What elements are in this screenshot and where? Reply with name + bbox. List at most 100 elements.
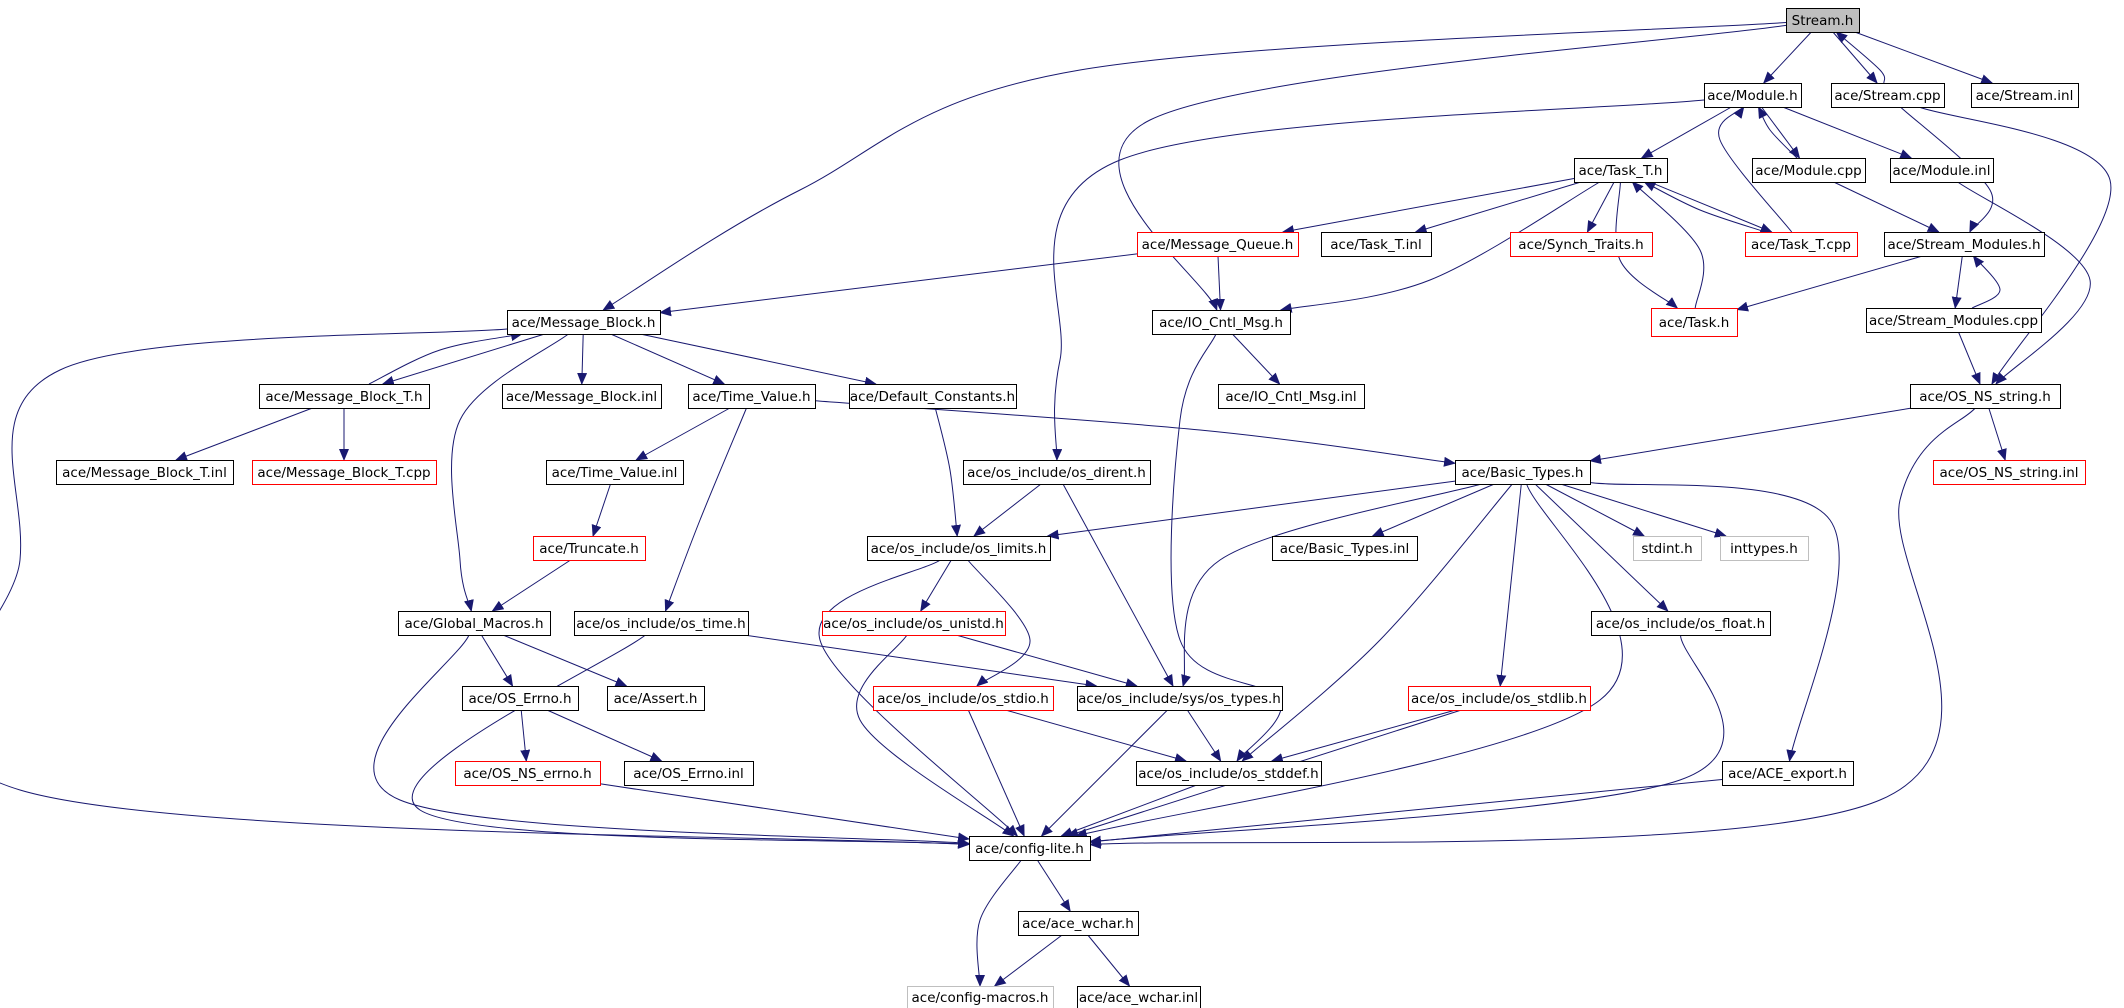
edge-os_dirent_h-to-os_limits_h xyxy=(973,483,1042,537)
node-ace-wchar-inl[interactable]: ace/ace_wchar.inl xyxy=(1077,986,1201,1008)
node-box xyxy=(507,310,661,335)
node-os-stddef-h[interactable]: ace/os_include/os_stddef.h xyxy=(1136,761,1322,786)
node-synch-traits-h[interactable]: ace/Synch_Traits.h xyxy=(1510,232,1653,257)
node-os-ns-string-inl[interactable]: ace/OS_NS_string.inl xyxy=(1933,460,2086,485)
node-label: ace/os_include/os_stdlib.h xyxy=(1411,691,1587,707)
node-module-inl[interactable]: ace/Module.inl xyxy=(1890,158,1994,183)
node-basic-types-inl[interactable]: ace/Basic_Types.inl xyxy=(1272,536,1418,561)
node-stream-cpp[interactable]: ace/Stream.cpp xyxy=(1831,83,1945,108)
node-label: ace/Stream_Modules.cpp xyxy=(1869,313,2038,329)
node-os-dirent-h[interactable]: ace/os_include/os_dirent.h xyxy=(963,460,1151,485)
node-box xyxy=(455,761,601,786)
edge-config_lite_h-to-ace_wchar_h xyxy=(1036,859,1071,912)
node-os-ns-errno-h[interactable]: ace/OS_NS_errno.h xyxy=(455,761,601,786)
node-time-value-inl[interactable]: ace/Time_Value.inl xyxy=(546,460,684,485)
node-label: ace/Task.h xyxy=(1659,315,1730,331)
node-box xyxy=(1152,310,1291,335)
node-box xyxy=(56,460,234,485)
node-os-errno-inl[interactable]: ace/OS_Errno.inl xyxy=(624,761,754,786)
node-task-t-cpp[interactable]: ace/Task_T.cpp xyxy=(1745,232,1858,257)
node-stream-modules-h[interactable]: ace/Stream_Modules.h xyxy=(1884,232,2045,257)
node-os-time-h[interactable]: ace/os_include/os_time.h xyxy=(574,611,749,636)
node-task-t-inl[interactable]: ace/Task_T.inl xyxy=(1321,232,1432,257)
node-label: ace/os_include/os_limits.h xyxy=(871,541,1047,557)
edge-time_value_inl-to-truncate_h xyxy=(591,483,611,537)
node-box xyxy=(1910,384,2061,409)
edge-default_constants_h-to-os_limits_h xyxy=(934,407,961,537)
node-label: ace/os_include/os_stdio.h xyxy=(877,691,1049,707)
node-message-block-h[interactable]: ace/Message_Block.h xyxy=(507,310,661,335)
node-label: ace/Message_Block_T.inl xyxy=(62,465,227,481)
node-io-cntl-msg-inl[interactable]: ace/IO_Cntl_Msg.inl xyxy=(1218,384,1365,409)
edge-os_ns_string_h-to-config_lite_h xyxy=(1089,407,1976,849)
node-stream-modules-cpp[interactable]: ace/Stream_Modules.cpp xyxy=(1866,308,2042,333)
node-inttypes-h[interactable]: inttypes.h xyxy=(1720,536,1809,561)
edge-os_float_h-to-config_lite_h xyxy=(1089,634,1725,846)
node-box xyxy=(1455,460,1591,485)
node-message-block-t-inl[interactable]: ace/Message_Block_T.inl xyxy=(56,460,234,485)
node-label: inttypes.h xyxy=(1730,541,1798,557)
node-global-macros-h[interactable]: ace/Global_Macros.h xyxy=(398,611,551,636)
node-os-limits-h[interactable]: ace/os_include/os_limits.h xyxy=(867,536,1051,561)
node-box xyxy=(502,384,662,409)
node-ace-export-h[interactable]: ace/ACE_export.h xyxy=(1722,761,1854,786)
node-assert-h[interactable]: ace/Assert.h xyxy=(607,686,705,711)
node-box xyxy=(1510,232,1653,257)
edge-os_ns_string_h-to-basic_types_h xyxy=(1589,407,1913,465)
edge-message_queue_h-to-message_block_h xyxy=(659,253,1138,317)
node-stream-h[interactable]: Stream.h xyxy=(1786,8,1860,33)
node-message-block-inl[interactable]: ace/Message_Block.inl xyxy=(502,384,662,409)
node-label: ace/OS_Errno.h xyxy=(468,691,571,707)
node-truncate-h[interactable]: ace/Truncate.h xyxy=(533,536,646,561)
edge-os_limits_h-to-os_stdio_h xyxy=(967,559,1031,687)
edge-task_t_h-to-message_queue_h xyxy=(1281,178,1575,235)
node-os-float-h[interactable]: ace/os_include/os_float.h xyxy=(1591,611,1771,636)
node-box xyxy=(1651,308,1738,337)
edge-task_t_h-to-synch_traits_h xyxy=(1586,181,1615,233)
node-label: ace/OS_NS_string.inl xyxy=(1939,465,2078,481)
node-config-lite-h[interactable]: ace/config-lite.h xyxy=(969,836,1091,861)
node-os-ns-string-h[interactable]: ace/OS_NS_string.h xyxy=(1910,384,2061,409)
node-sys-os-types-h[interactable]: ace/os_include/sys/os_types.h xyxy=(1077,686,1283,711)
edge-stream_h-to-message_block_h xyxy=(602,22,1787,311)
node-os-unistd-h[interactable]: ace/os_include/os_unistd.h xyxy=(822,611,1006,636)
node-time-value-h[interactable]: ace/Time_Value.h xyxy=(688,384,816,409)
node-module-cpp[interactable]: ace/Module.cpp xyxy=(1752,158,1866,183)
node-label: ace/OS_Errno.inl xyxy=(633,766,744,782)
node-message-queue-h[interactable]: ace/Message_Queue.h xyxy=(1137,232,1299,257)
edge-message_block_t_h-to-message_block_t_inl xyxy=(175,407,313,461)
edge-os_time_h-to-sys_os_types_h xyxy=(743,634,1098,690)
node-label: ace/Module.inl xyxy=(1893,163,1991,179)
node-os-stdio-h[interactable]: ace/os_include/os_stdio.h xyxy=(873,686,1054,711)
edge-message_queue_h-to-io_cntl_msg_h xyxy=(1214,255,1225,311)
node-label: ace/Synch_Traits.h xyxy=(1518,237,1643,253)
node-stream-inl[interactable]: ace/Stream.inl xyxy=(1971,83,2079,108)
node-task-t-h[interactable]: ace/Task_T.h xyxy=(1574,158,1668,183)
node-basic-types-h[interactable]: ace/Basic_Types.h xyxy=(1455,460,1591,485)
node-box xyxy=(1720,536,1809,561)
node-box xyxy=(822,611,1006,636)
node-default-constants-h[interactable]: ace/Default_Constants.h xyxy=(849,384,1017,409)
node-stdint-h[interactable]: stdint.h xyxy=(1633,536,1702,561)
node-io-cntl-msg-h[interactable]: ace/IO_Cntl_Msg.h xyxy=(1152,310,1291,335)
edge-basic_types_h-to-config_lite_h xyxy=(1074,483,1623,839)
node-ace-wchar-h[interactable]: ace/ace_wchar.h xyxy=(1018,911,1139,936)
node-box xyxy=(969,836,1091,861)
node-os-errno-h[interactable]: ace/OS_Errno.h xyxy=(462,686,579,711)
edge-os_limits_h-to-os_unistd_h xyxy=(920,559,952,612)
edge-task_t_h-to-io_cntl_msg_h xyxy=(1279,181,1600,313)
node-box xyxy=(867,536,1051,561)
edge-message_block_t_h-to-message_block_h xyxy=(368,331,523,385)
edge-stream_h-to-stream_inl xyxy=(1854,31,1994,84)
node-config-macros-h[interactable]: ace/config-macros.h xyxy=(907,986,1054,1008)
node-module-h[interactable]: ace/Module.h xyxy=(1704,83,1802,108)
node-message-block-t-h[interactable]: ace/Message_Block_T.h xyxy=(259,384,430,409)
node-message-block-t-cpp[interactable]: ace/Message_Block_T.cpp xyxy=(252,460,437,485)
edge-os_stdlib_h-to-os_stddef_h xyxy=(1270,709,1456,763)
node-os-stdlib-h[interactable]: ace/os_include/os_stdlib.h xyxy=(1408,686,1591,711)
edge-os_unistd_h-to-config_lite_h xyxy=(856,634,1015,837)
edge-task_t_cpp-to-task_t_h xyxy=(1643,181,1766,233)
node-task-h[interactable]: ace/Task.h xyxy=(1651,308,1738,337)
edge-os_limits_h-to-config_lite_h xyxy=(818,559,1019,837)
